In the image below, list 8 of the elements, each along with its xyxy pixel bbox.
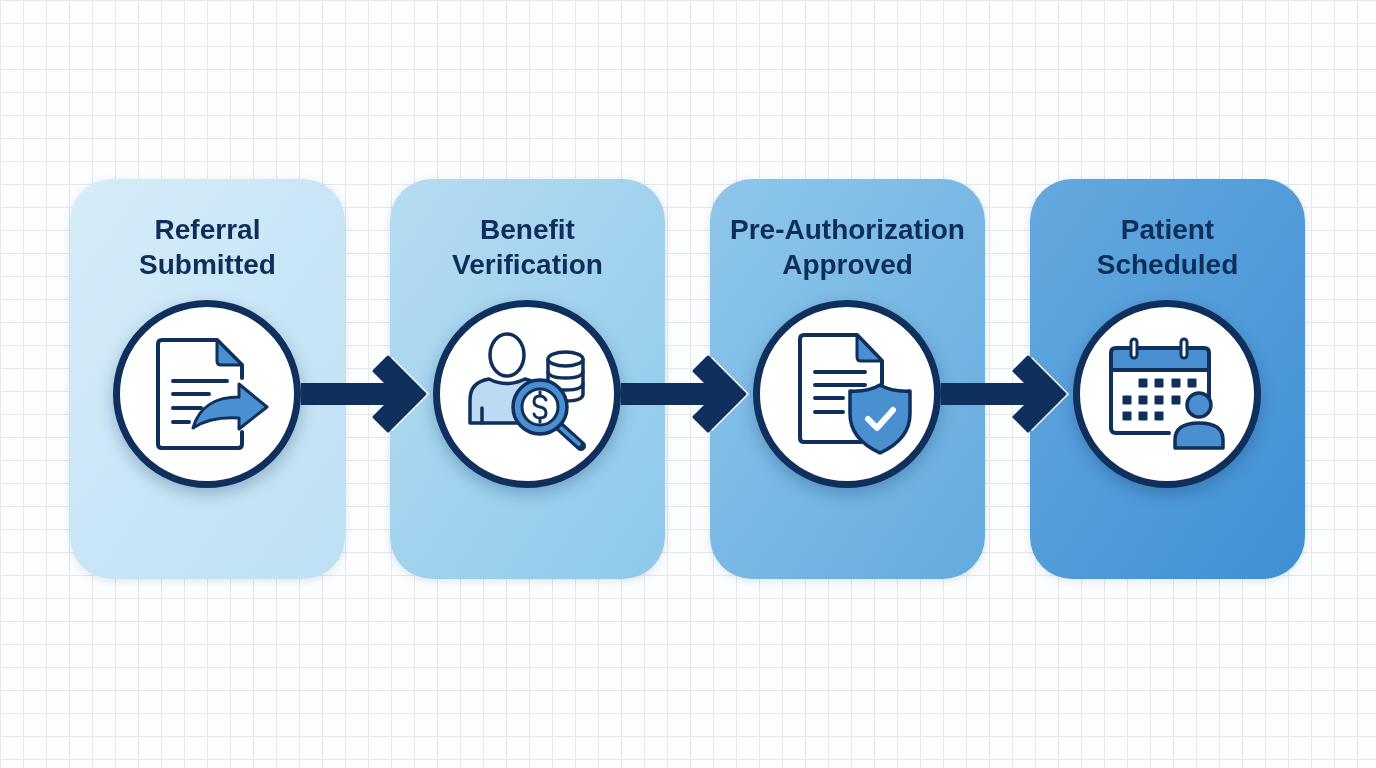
step-card [70,179,345,579]
step-card [390,179,665,579]
step-card [710,179,985,579]
step-title: Pre-Authorization Approved [729,213,966,282]
step-title: Referral Submitted [138,213,277,282]
step-title: Patient Scheduled [1095,213,1240,282]
step-title: Benefit Verification [451,213,604,282]
step-card [1030,179,1305,579]
